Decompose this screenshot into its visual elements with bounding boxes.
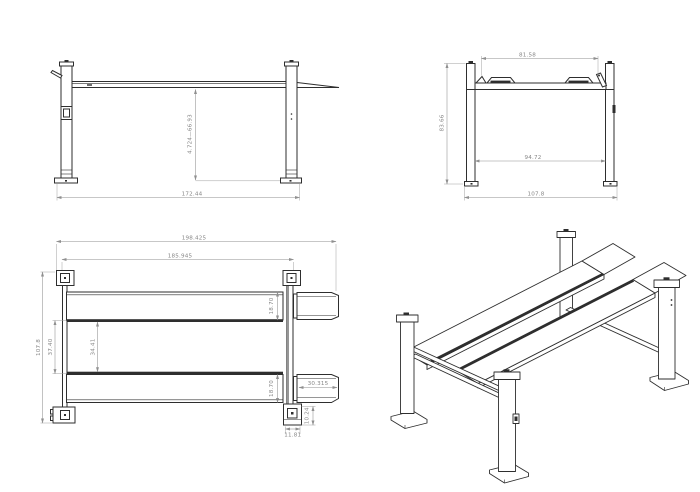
- iso-post-right: [649, 277, 689, 391]
- plan-view: 198.425 185.945: [36, 235, 339, 439]
- dim-label-ramp-length: 30.315: [308, 381, 329, 387]
- dim-label-runway-width-rear: 18.70: [269, 380, 275, 397]
- dim-label-runway-gap-inner: 34.41: [90, 338, 96, 355]
- dim-overall-height: 83.66: [440, 63, 466, 185]
- left-post: [50, 60, 78, 184]
- ramp-rear: [293, 374, 339, 403]
- dim-post-base-width: 11.81: [284, 426, 301, 439]
- post-plate-bottom-right: [283, 403, 302, 426]
- dim-label-base-length: 172.44: [182, 191, 203, 197]
- dim-label-runway-gap-outer: 37.40: [48, 338, 54, 355]
- dim-label-post-base-depth: 10.24: [304, 407, 310, 424]
- dim-overall-width-plan: 107.8: [36, 271, 55, 424]
- dim-label-overall-length: 198.425: [182, 235, 207, 241]
- release-handle: [50, 69, 63, 79]
- dim-runway-gap-outer: 37.40: [48, 320, 67, 375]
- side-elevation-view: 4.724—66.93 172.44: [50, 60, 340, 201]
- runway-rear: [66, 371, 284, 403]
- dim-label-runway-outer-width: 81.58: [519, 53, 536, 59]
- dim-ramp-length: 30.315: [298, 381, 338, 389]
- isometric-view: [390, 229, 689, 484]
- iso-ramp-front: [581, 243, 636, 275]
- crossbeam-and-runways: [466, 72, 614, 90]
- dim-overall-length: 198.425: [56, 235, 337, 291]
- dim-label-lift-height-range: 4.724—66.93: [188, 114, 194, 154]
- dim-overall-width: 107.8: [464, 187, 618, 201]
- approach-ramp-side: [296, 81, 340, 88]
- dim-label-overall-width-plan: 107.8: [36, 339, 42, 356]
- dim-lift-height: 4.724—66.93: [188, 89, 280, 182]
- runway-side: [71, 81, 287, 88]
- dim-inner-width: 94.72: [474, 155, 606, 163]
- runway-front: [66, 291, 284, 322]
- dim-post-span-length: 185.945: [61, 253, 294, 270]
- dim-base-length: 172.44: [56, 184, 300, 201]
- right-post: [280, 60, 302, 184]
- dim-label-runway-width-front: 18.70: [269, 297, 275, 314]
- right-post: [605, 63, 615, 182]
- ramp-front: [293, 292, 339, 320]
- dim-post-base-depth: 10.24: [301, 406, 316, 426]
- front-elevation-view: 81.58 83.66 94.72 107.8: [440, 53, 618, 201]
- dim-label-inner-width: 94.72: [524, 155, 541, 161]
- iso-runway-rear: [455, 279, 656, 389]
- dim-runway-gap-inner: 34.41: [90, 321, 99, 373]
- iso-post-front: [489, 369, 529, 484]
- iso-ramp-rear: [632, 262, 687, 294]
- dim-runway-width-front: 18.70: [269, 291, 279, 321]
- crossbeam-right: [287, 285, 294, 405]
- post-plate-bottom-left: [50, 406, 76, 424]
- iso-post-left: [390, 312, 428, 429]
- post-plate-top-right: [282, 270, 301, 286]
- dim-label-post-span-length: 185.945: [168, 253, 193, 259]
- dim-label-overall-width: 107.8: [527, 191, 544, 197]
- dim-runway-outer-width: 81.58: [481, 53, 599, 76]
- dim-runway-width-rear: 18.70: [269, 374, 279, 403]
- post-plate-top-left: [56, 270, 75, 286]
- left-post: [466, 63, 476, 182]
- dim-label-post-base-width: 11.81: [284, 433, 301, 439]
- dim-label-overall-height: 83.66: [440, 114, 446, 131]
- crossbeam-left: [62, 285, 68, 408]
